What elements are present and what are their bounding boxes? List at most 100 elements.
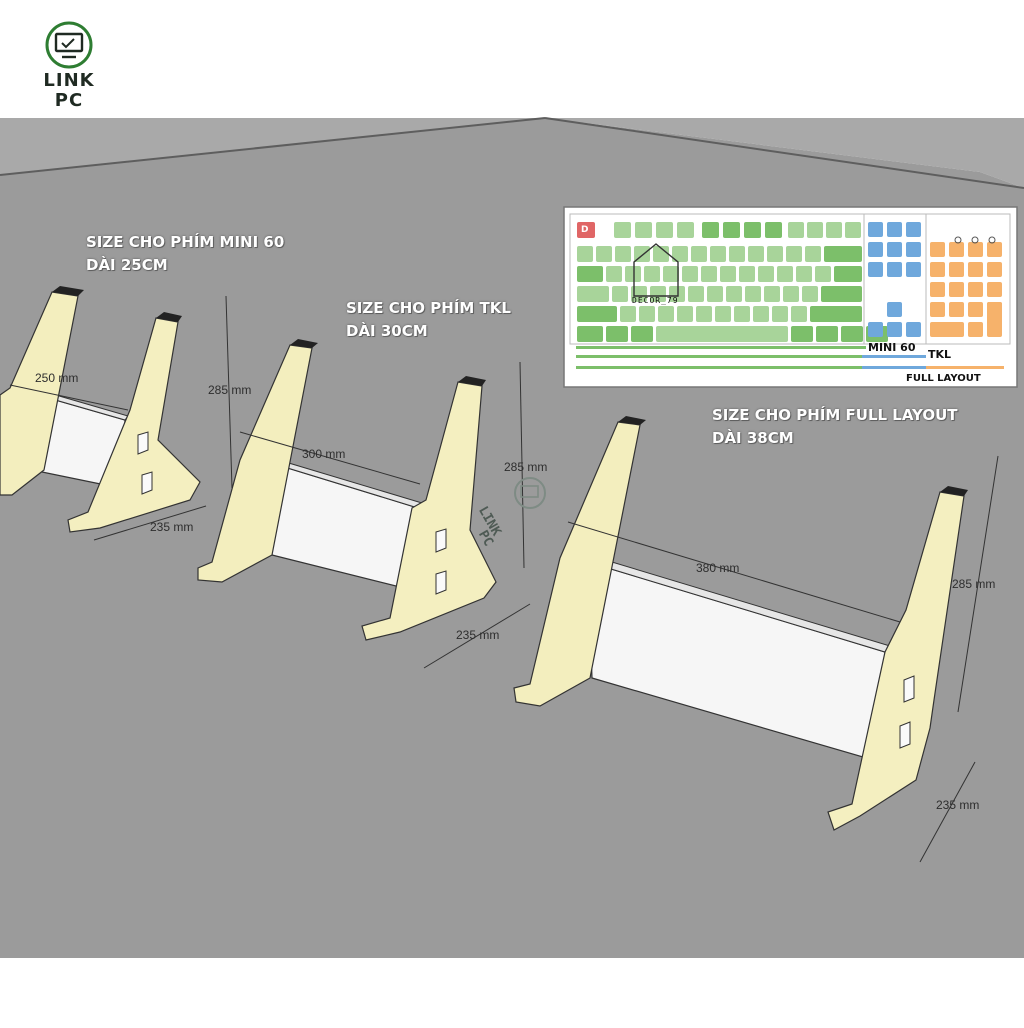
kb-nav-key (906, 262, 921, 277)
stand-left-side-edge (52, 286, 84, 296)
kb-key (807, 222, 823, 238)
brand-logo (45, 21, 93, 69)
kb-nav-key (868, 322, 883, 337)
kb-nav-key (906, 222, 921, 237)
kb-nav-key (887, 262, 902, 277)
kb-key (788, 222, 804, 238)
kb-numpad-key (930, 282, 945, 297)
kb-strip-tkl-blue (862, 355, 926, 358)
floor-edge-right (544, 117, 1024, 189)
kb-key (815, 266, 831, 282)
kb-numpad-key (930, 262, 945, 277)
kb-key (663, 266, 679, 282)
stand-slot (435, 570, 447, 595)
stand-right-side-edge (156, 312, 182, 322)
stand-slot (435, 528, 447, 553)
kb-key (739, 266, 755, 282)
kb-key (650, 286, 666, 302)
stand-tkl-title: SIZE CHO PHÍM TKL (346, 299, 511, 317)
dim-line (9, 384, 129, 411)
kb-lock-indicator (971, 236, 979, 244)
kb-key (715, 306, 731, 322)
kb-esc-key (577, 222, 595, 238)
kb-key (577, 306, 617, 322)
watermark-logo (514, 477, 546, 509)
kb-key (701, 266, 717, 282)
kb-full-label: FULL LAYOUT (906, 373, 981, 384)
kb-key (777, 266, 793, 282)
stand-left-side (513, 421, 641, 707)
kb-numpad-key (949, 242, 964, 257)
kb-key (682, 266, 698, 282)
kb-key (791, 326, 813, 342)
floor-edge (0, 117, 546, 176)
kb-nav-key (906, 322, 921, 337)
kb-numpad-key (968, 302, 983, 317)
kb-key (744, 222, 761, 238)
dim-line (93, 505, 207, 541)
kb-key (745, 286, 761, 302)
kb-keys (577, 222, 1002, 342)
kb-key (615, 246, 631, 262)
kb-key (658, 306, 674, 322)
kb-key (765, 222, 782, 238)
kb-key (816, 326, 838, 342)
stand-right-side (361, 381, 497, 641)
kb-key (796, 266, 812, 282)
kb-key (710, 246, 726, 262)
stand-slot (899, 721, 911, 749)
kb-nav-key (887, 322, 902, 337)
kb-nav-key (887, 302, 902, 317)
kb-numpad-key (968, 262, 983, 277)
kb-key (677, 306, 693, 322)
dim-line (519, 361, 525, 569)
kb-numpad-key (930, 302, 945, 317)
kb-key (606, 266, 622, 282)
kb-key (577, 246, 593, 262)
kb-key (802, 286, 818, 302)
kb-key (596, 246, 612, 262)
kb-numpad-area (925, 213, 1011, 345)
kb-key (631, 286, 647, 302)
back-wall (0, 118, 1024, 188)
kb-key (672, 246, 688, 262)
kb-key (577, 326, 603, 342)
kb-key (786, 246, 802, 262)
kb-numpad-key (949, 282, 964, 297)
kb-key (824, 246, 862, 262)
kb-key (841, 326, 863, 342)
kb-key (810, 306, 862, 322)
kb-strip-tkl (576, 355, 926, 358)
kb-key (653, 246, 669, 262)
kb-key (639, 306, 655, 322)
stand-mini-60-height: 285 mm (208, 383, 252, 397)
stand-full-length: DÀI 38CM (712, 429, 794, 447)
stand-mini-60-title: SIZE CHO PHÍM MINI 60 (86, 233, 285, 251)
kb-key (764, 286, 780, 302)
dim-line (919, 761, 976, 863)
kb-numpad-key (987, 302, 1002, 337)
stand-left-side (0, 291, 79, 496)
kb-key (805, 246, 821, 262)
kb-key (688, 286, 704, 302)
kb-key (691, 246, 707, 262)
monitor-icon (54, 32, 84, 53)
stand-tkl-height: 285 mm (504, 460, 548, 474)
kb-key (614, 222, 631, 238)
kb-key (729, 246, 745, 262)
kb-tkl-label: TKL (928, 348, 952, 361)
kb-key (635, 222, 652, 238)
stand-mini-60-length: DÀI 25CM (86, 256, 168, 274)
dim-line (567, 521, 901, 623)
stand-left-side-edge (290, 339, 318, 348)
kb-key (644, 266, 660, 282)
kb-numpad-key (987, 242, 1002, 257)
dim-line (225, 295, 233, 489)
kb-key (767, 246, 783, 262)
kb-key (723, 222, 740, 238)
stand-right-side-edge (940, 486, 968, 496)
stand-mini-60-width: 250 mm (35, 371, 79, 385)
kb-lock-indicator (954, 236, 962, 244)
stand-right-side (67, 317, 201, 533)
